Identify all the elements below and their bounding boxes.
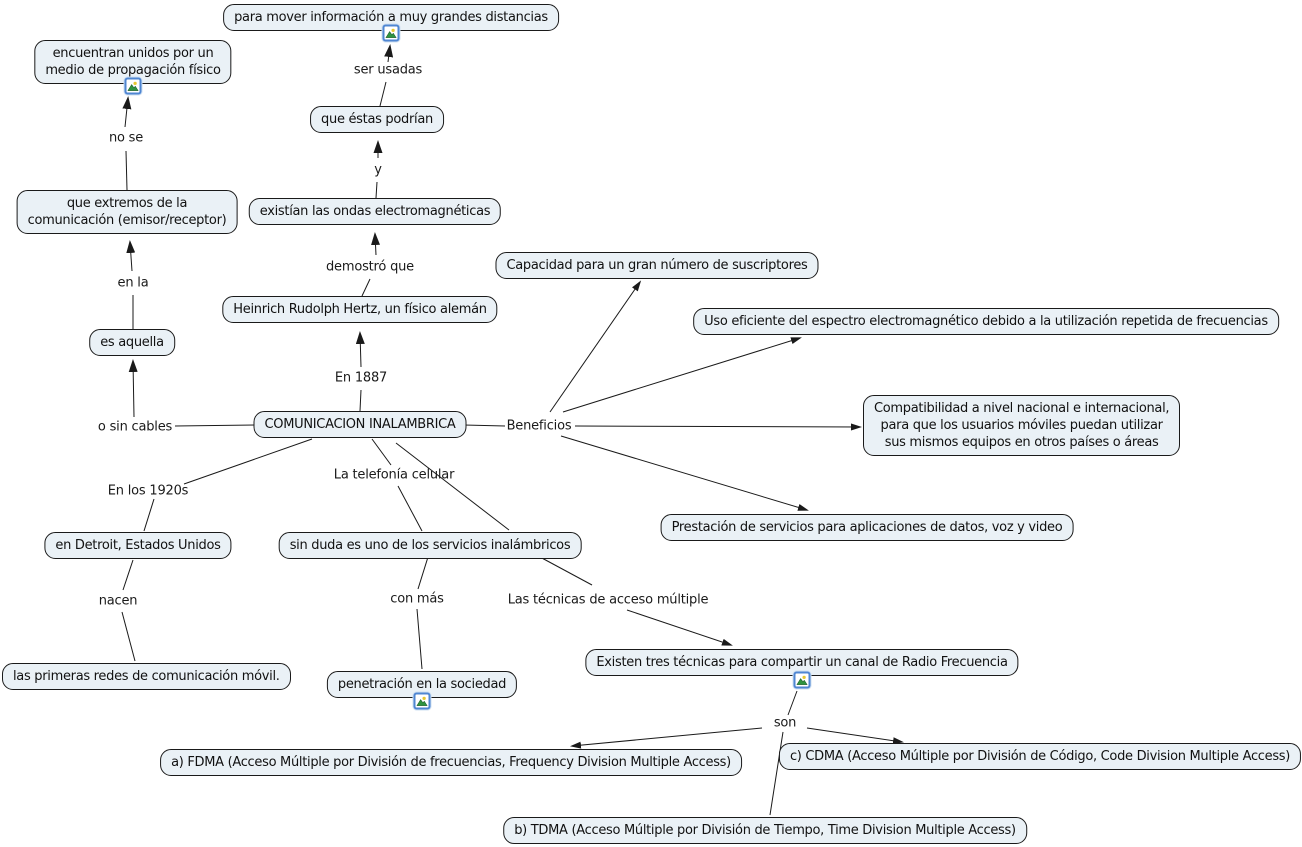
image-resource-icon[interactable] bbox=[413, 692, 431, 710]
concept-que-estas-podrian[interactable]: que éstas podrían bbox=[310, 106, 444, 133]
concept-detroit[interactable]: en Detroit, Estados Unidos bbox=[44, 532, 232, 559]
link-label-en-la[interactable]: en la bbox=[117, 275, 149, 291]
concept-hertz[interactable]: Heinrich Rudolph Hertz, un físico alemán bbox=[222, 296, 498, 323]
image-resource-icon[interactable] bbox=[124, 77, 142, 95]
image-glyph bbox=[796, 675, 808, 685]
concept-comunicacion-inalambrica[interactable]: COMUNICACION INALAMBRICA bbox=[253, 411, 467, 438]
concept-cdma[interactable]: c) CDMA (Acceso Múltiple por División de… bbox=[778, 743, 1302, 770]
image-glyph bbox=[127, 81, 139, 91]
link-label-ser-usadas[interactable]: ser usadas bbox=[353, 62, 423, 78]
link-label-en-los-1920s[interactable]: En los 1920s bbox=[107, 483, 189, 499]
link-label-las-tecnicas-de-acceso-multiple[interactable]: Las técnicas de acceso múltiple bbox=[507, 592, 709, 608]
link-label-nacen[interactable]: nacen bbox=[98, 593, 138, 609]
link-label-o-sin-cables[interactable]: o sin cables bbox=[97, 419, 173, 435]
concept-sin-duda[interactable]: sin duda es uno de los servicios inalámb… bbox=[278, 532, 582, 559]
concept-primeras-redes[interactable]: las primeras redes de comunicación móvil… bbox=[2, 663, 291, 690]
concept-uso-eficiente[interactable]: Uso eficiente del espectro electromagnét… bbox=[693, 308, 1279, 335]
link-label-en-1887[interactable]: En 1887 bbox=[334, 370, 388, 386]
image-glyph bbox=[416, 696, 428, 706]
link-label-la-telefonia-celular[interactable]: La telefonía celular bbox=[333, 467, 455, 483]
link-label-beneficios[interactable]: Beneficios bbox=[506, 418, 572, 434]
concept-capacidad-suscriptores[interactable]: Capacidad para un gran número de suscrip… bbox=[495, 252, 819, 279]
concept-fdma[interactable]: a) FDMA (Acceso Múltiple por División de… bbox=[160, 749, 742, 776]
image-resource-icon[interactable] bbox=[382, 24, 400, 42]
concept-encuentran-unidos[interactable]: encuentran unidos por un medio de propag… bbox=[34, 40, 232, 84]
concept-es-aquella[interactable]: es aquella bbox=[89, 329, 175, 356]
link-label-no-se[interactable]: no se bbox=[108, 130, 144, 146]
concept-que-extremos[interactable]: que extremos de la comunicación (emisor/… bbox=[16, 190, 238, 234]
concept-prestacion-servicios[interactable]: Prestación de servicios para aplicacione… bbox=[660, 514, 1074, 541]
concept-existian-ondas[interactable]: existían las ondas electromagnéticas bbox=[248, 198, 502, 225]
link-label-y[interactable]: y bbox=[374, 162, 382, 178]
link-label-demostro-que[interactable]: demostró que bbox=[326, 259, 414, 275]
link-label-con-mas[interactable]: con más bbox=[390, 591, 444, 607]
image-resource-icon[interactable] bbox=[793, 671, 811, 689]
concept-compatibilidad[interactable]: Compatibilidad a nivel nacional e intern… bbox=[863, 395, 1181, 456]
concept-tdma[interactable]: b) TDMA (Acceso Múltiple por División de… bbox=[503, 817, 1027, 844]
link-label-son[interactable]: son bbox=[773, 715, 797, 731]
image-glyph bbox=[385, 28, 397, 38]
